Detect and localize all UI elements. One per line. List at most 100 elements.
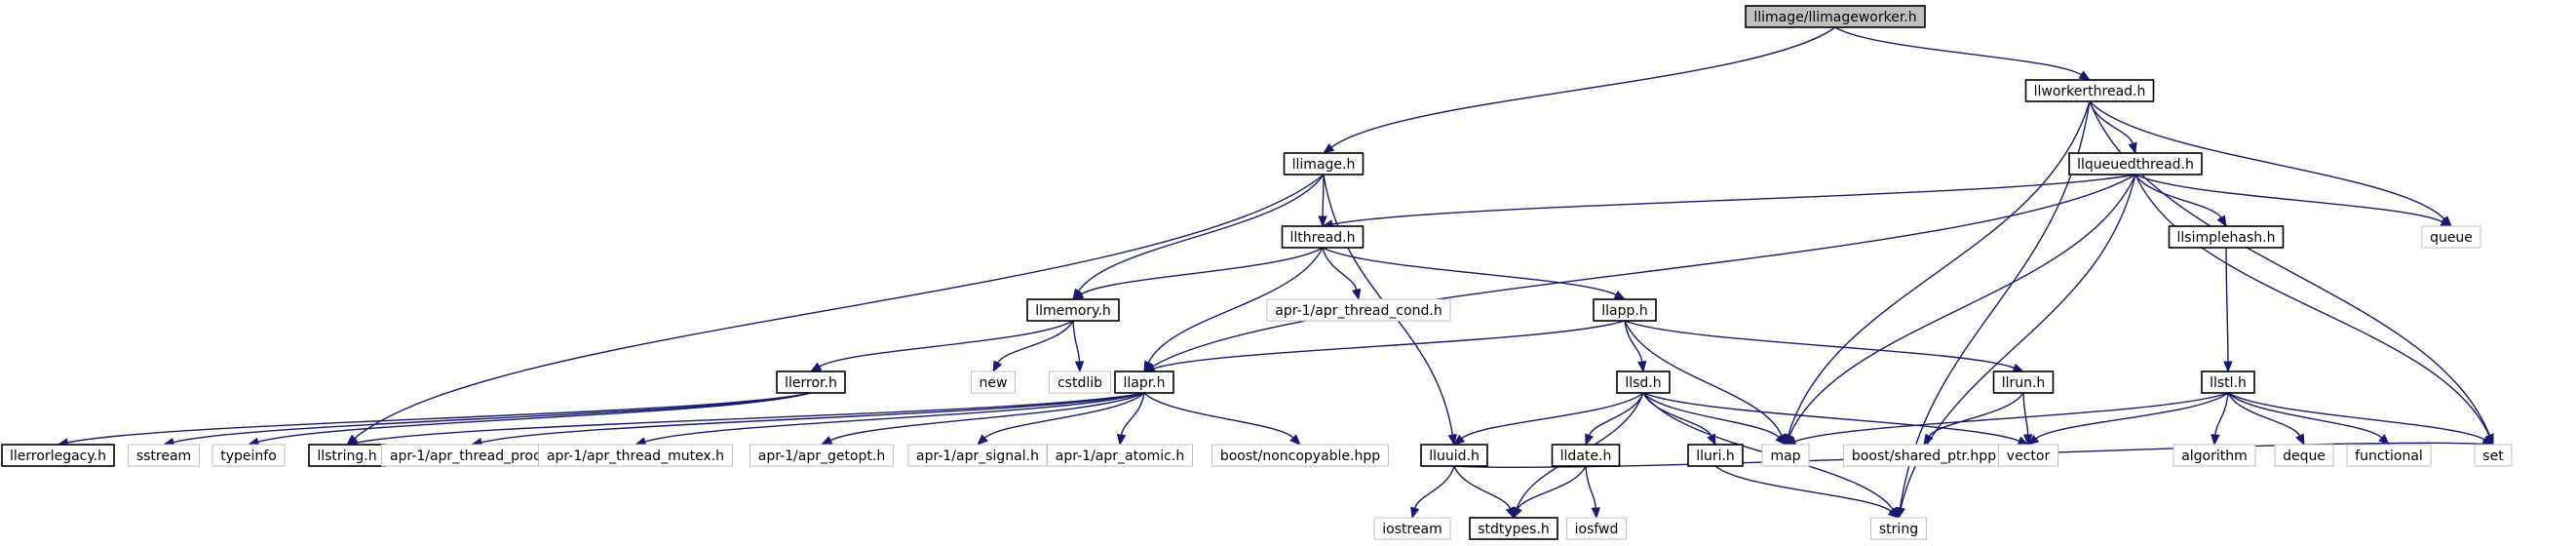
edge-line	[1788, 100, 2091, 436]
edge-llqueuedthread-to-map	[1785, 174, 2136, 447]
edge-lluri-to-string	[1714, 465, 1901, 519]
node-box	[2168, 225, 2285, 249]
arrowhead	[1585, 433, 1595, 447]
node-llapr-h[interactable]: llapr.h	[1114, 370, 1174, 394]
arrowhead	[2078, 70, 2092, 81]
edge-line	[1642, 392, 1780, 439]
node-lldate-h[interactable]: lldate.h	[1551, 444, 1621, 467]
node-llthread-h[interactable]: llthread.h	[1281, 225, 1365, 249]
edge-llerror-to-llerrorlegacy	[57, 392, 812, 448]
arrowhead	[1322, 142, 1335, 154]
node-box	[211, 444, 286, 467]
node-label: lluri.h	[1696, 448, 1735, 464]
edge-llsd-to-vector	[1642, 392, 2030, 446]
node-label: iostream	[1382, 522, 1442, 537]
node-llsimplehash-h[interactable]: llsimplehash.h	[2168, 225, 2285, 249]
node-box	[1992, 370, 2055, 394]
edge-llapr-to-apratomic	[1116, 392, 1145, 447]
node-label: apr-1/apr_atomic.h	[1056, 448, 1184, 464]
edge-llqueuedthread-to-llsimplehash	[2134, 174, 2227, 228]
arrowhead	[1410, 506, 1420, 520]
node-apr-1-apr-thread-proc-h: apr-1/apr_thread_proc.h	[381, 444, 562, 467]
edge-llapr-to-boostnc	[1143, 392, 1301, 446]
edge-llthread-to-llmemory	[1071, 247, 1324, 300]
node-label: sstream	[136, 448, 191, 464]
node-box	[1687, 444, 1744, 467]
node-label: map	[1770, 448, 1800, 464]
node-label: apr-1/apr_signal.h	[916, 448, 1039, 464]
edge-line	[1624, 320, 1783, 437]
arrowhead	[2295, 433, 2305, 447]
node-set: set	[2474, 444, 2513, 467]
node-deque: deque	[2274, 444, 2334, 467]
edge-line	[819, 320, 1074, 368]
node-box	[1114, 370, 1174, 394]
node-lluri-h[interactable]: lluri.h	[1687, 444, 1744, 467]
node-sstream: sstream	[128, 444, 200, 467]
node-cstdlib: cstdlib	[1049, 370, 1111, 394]
node-apr-1-apr-signal-h: apr-1/apr_signal.h	[907, 444, 1048, 467]
node-llstl-h[interactable]: llstl.h	[2201, 370, 2255, 394]
edge-llapp-to-llapr	[1142, 320, 1626, 373]
edge-line	[1585, 465, 1597, 509]
node-stdtypes-h[interactable]: stdtypes.h	[1469, 517, 1558, 540]
edge-line	[1714, 465, 1892, 513]
node-llimage-h[interactable]: llimage.h	[1283, 152, 1365, 176]
node-box	[2068, 152, 2203, 176]
node-apr-1-apr-atomic-h: apr-1/apr_atomic.h	[1047, 444, 1193, 467]
node-box	[1745, 5, 1926, 28]
node-label: llerrorlegacy.h	[10, 448, 106, 464]
edge-line	[997, 320, 1074, 364]
node-llrun-h[interactable]: llrun.h	[1992, 370, 2055, 394]
edge-line	[481, 392, 1145, 444]
node-llqueuedthread-h[interactable]: llqueuedthread.h	[2068, 152, 2203, 176]
node-llapp-h[interactable]: llapp.h	[1593, 298, 1657, 322]
arrowhead	[1637, 361, 1647, 373]
edge-line	[2134, 174, 2222, 218]
node-llsd-h[interactable]: llsd.h	[1616, 370, 1671, 394]
node-llerrorlegacy-h[interactable]: llerrorlegacy.h	[1, 444, 115, 467]
node-label: deque	[2283, 448, 2326, 464]
node-llmemory-h[interactable]: llmemory.h	[1026, 298, 1120, 322]
edge-line	[1072, 320, 1081, 363]
edge-root-to-llworkerthread	[1834, 26, 2092, 81]
edge-line	[1642, 392, 1712, 437]
arrowhead	[1591, 507, 1601, 520]
edge-llsd-to-lluuid	[1452, 392, 1644, 446]
node-box	[2201, 370, 2255, 394]
node-llstring-h[interactable]: llstring.h	[308, 444, 386, 467]
node-label: llthread.h	[1290, 230, 1356, 246]
node-label: algorithm	[2181, 448, 2248, 464]
node-box	[2474, 444, 2513, 467]
edge-line	[1624, 320, 1643, 363]
node-lluuid-h[interactable]: lluuid.h	[1420, 444, 1488, 467]
node-box	[1616, 370, 1671, 394]
node-llworkerthread-h[interactable]: llworkerthread.h	[2024, 79, 2155, 102]
edge-line	[1331, 174, 2136, 225]
node-new: new	[971, 370, 1016, 394]
node-llimage-llimageworker-h[interactable]: llimage/llimageworker.h	[1745, 5, 1926, 28]
node-label: llworkerthread.h	[2034, 84, 2146, 99]
node-box	[1283, 152, 1365, 176]
edge-line	[1322, 247, 1358, 291]
arrowhead	[992, 360, 1003, 373]
node-boost-noncopyable-hpp: boost/noncopyable.hpp	[1211, 444, 1389, 467]
arrowhead	[1352, 288, 1362, 301]
node-vector: vector	[1998, 444, 2058, 467]
edge-llstl-to-deque	[2227, 392, 2305, 447]
edge-root-to-llimage	[1322, 26, 1836, 154]
edge-line	[1077, 174, 1325, 292]
node-box	[1870, 517, 1927, 540]
node-box	[1551, 444, 1621, 467]
arrowhead	[1289, 434, 1301, 446]
node-queue: queue	[2421, 225, 2481, 249]
node-llerror-h[interactable]: llerror.h	[776, 370, 846, 394]
edge-llapp-to-llrun	[1624, 320, 2025, 372]
node-box	[1566, 517, 1627, 540]
node-typeinfo: typeinfo	[211, 444, 286, 467]
node-box	[1761, 444, 1810, 467]
edge-llapr-to-aprsignal	[977, 392, 1145, 446]
node-box	[776, 370, 846, 394]
edge-line	[1153, 320, 1626, 370]
node-functional: functional	[2346, 444, 2432, 467]
